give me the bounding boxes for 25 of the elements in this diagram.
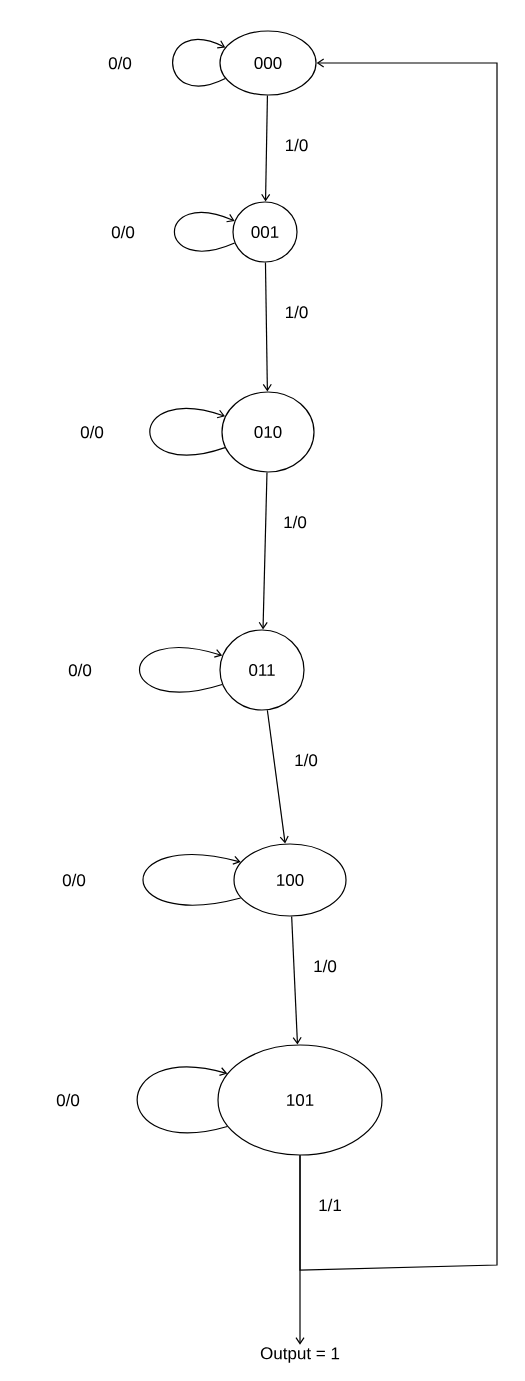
transition-arrow	[266, 709, 289, 844]
feedback-arrow	[299, 58, 498, 1271]
edge-label: 0/0	[107, 55, 133, 71]
edge-label: 0/0	[61, 872, 87, 888]
self-loop-arrow	[173, 211, 236, 252]
self-loop-arrow	[142, 854, 242, 906]
edge-label: 1/1	[317, 1197, 343, 1213]
edge-label: 0/0	[79, 424, 105, 440]
self-loop-arrow	[149, 408, 226, 456]
edge-label: 1/0	[282, 514, 308, 530]
self-loop-arrow	[172, 39, 226, 87]
output-label: Output = 1	[260, 1347, 340, 1363]
transition-arrow	[262, 262, 272, 392]
transition-arrow	[258, 472, 268, 630]
self-loop-arrow	[136, 1066, 228, 1133]
edge-label: 0/0	[55, 1092, 81, 1108]
edge-label: 0/0	[110, 224, 136, 240]
self-loop-arrow	[138, 647, 223, 693]
edge-label: 1/0	[283, 137, 310, 153]
edge-label: 1/0	[293, 752, 319, 768]
transition-arrow	[261, 95, 271, 202]
edge-label: 1/0	[312, 958, 338, 974]
edge-label: 0/0	[67, 662, 93, 678]
transition-arrow	[291, 916, 302, 1045]
edge-label: 1/0	[283, 304, 310, 320]
